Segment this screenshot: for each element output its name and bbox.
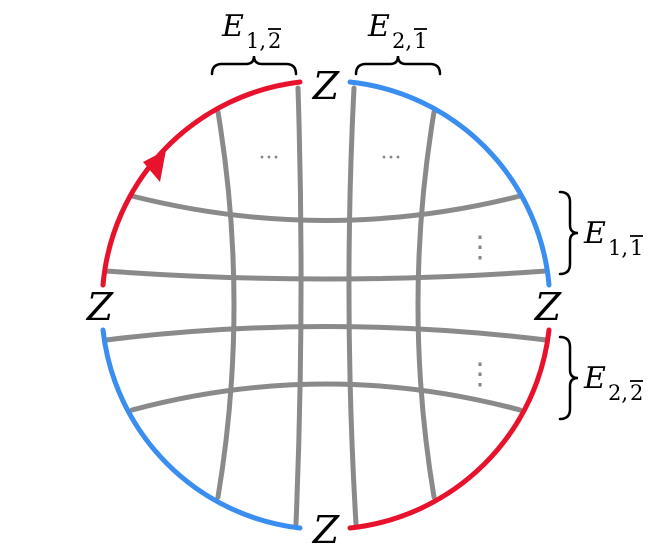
- arc-top-right: [347, 79, 552, 288]
- ellipsis-horizontal: ···: [381, 146, 402, 171]
- brace-label-bar: 2: [630, 381, 643, 405]
- ellipsis-vertical: ⋮: [465, 230, 495, 265]
- brace-label-sub: 2,: [608, 381, 628, 405]
- arc-top-left: [100, 79, 303, 288]
- arc-bottom-right: [347, 327, 552, 531]
- horizontal-strand: [129, 193, 523, 223]
- brace-right-lower: [558, 335, 579, 421]
- vertical-strand: [293, 85, 304, 527]
- brace-label-right-lower: E 2, 2: [583, 361, 643, 405]
- triangle-arrow-icon: [143, 150, 166, 182]
- arc-bottom-left: [100, 327, 303, 531]
- brace-top-left: [210, 55, 298, 76]
- horizontal-strand: [129, 381, 523, 413]
- brace-label-bar: 1: [414, 29, 427, 53]
- brace-label-top-right: E 2, 1: [367, 9, 427, 53]
- corner-label-top: Z: [312, 64, 340, 108]
- ellipsis-horizontal: ···: [259, 146, 280, 171]
- brace-label-main: E: [583, 216, 606, 251]
- brace-top-right: [354, 55, 442, 76]
- brace-label-bar: 1: [630, 236, 643, 260]
- corner-label-right: Z: [534, 285, 562, 329]
- ellipsis-vertical: ⋮: [465, 357, 495, 392]
- brace-label-bar: 2: [268, 29, 281, 53]
- horizontal-strand: [103, 268, 549, 282]
- corner-label-bottom: Z: [312, 508, 340, 552]
- brace-label-sub: 2,: [392, 29, 412, 53]
- grid-lines: [103, 85, 549, 527]
- brace-label-right-upper: E 1, 1: [583, 216, 643, 260]
- corner-label-left: Z: [86, 285, 114, 329]
- brace-label-sub: 1,: [608, 236, 628, 260]
- brace-label-main: E: [367, 9, 390, 44]
- horizontal-strand: [103, 324, 549, 343]
- brace-label-main: E: [583, 361, 606, 396]
- vertical-strand: [346, 85, 359, 527]
- vertical-strand: [215, 109, 237, 500]
- brace-label-sub: 1,: [246, 29, 266, 53]
- vertical-strand: [415, 109, 437, 500]
- brace-label-top-left: E 1, 2: [221, 9, 281, 53]
- braces: [210, 55, 579, 421]
- boundary-arcs: [100, 79, 552, 531]
- brace-right-upper: [558, 190, 579, 276]
- brace-label-main: E: [221, 9, 244, 44]
